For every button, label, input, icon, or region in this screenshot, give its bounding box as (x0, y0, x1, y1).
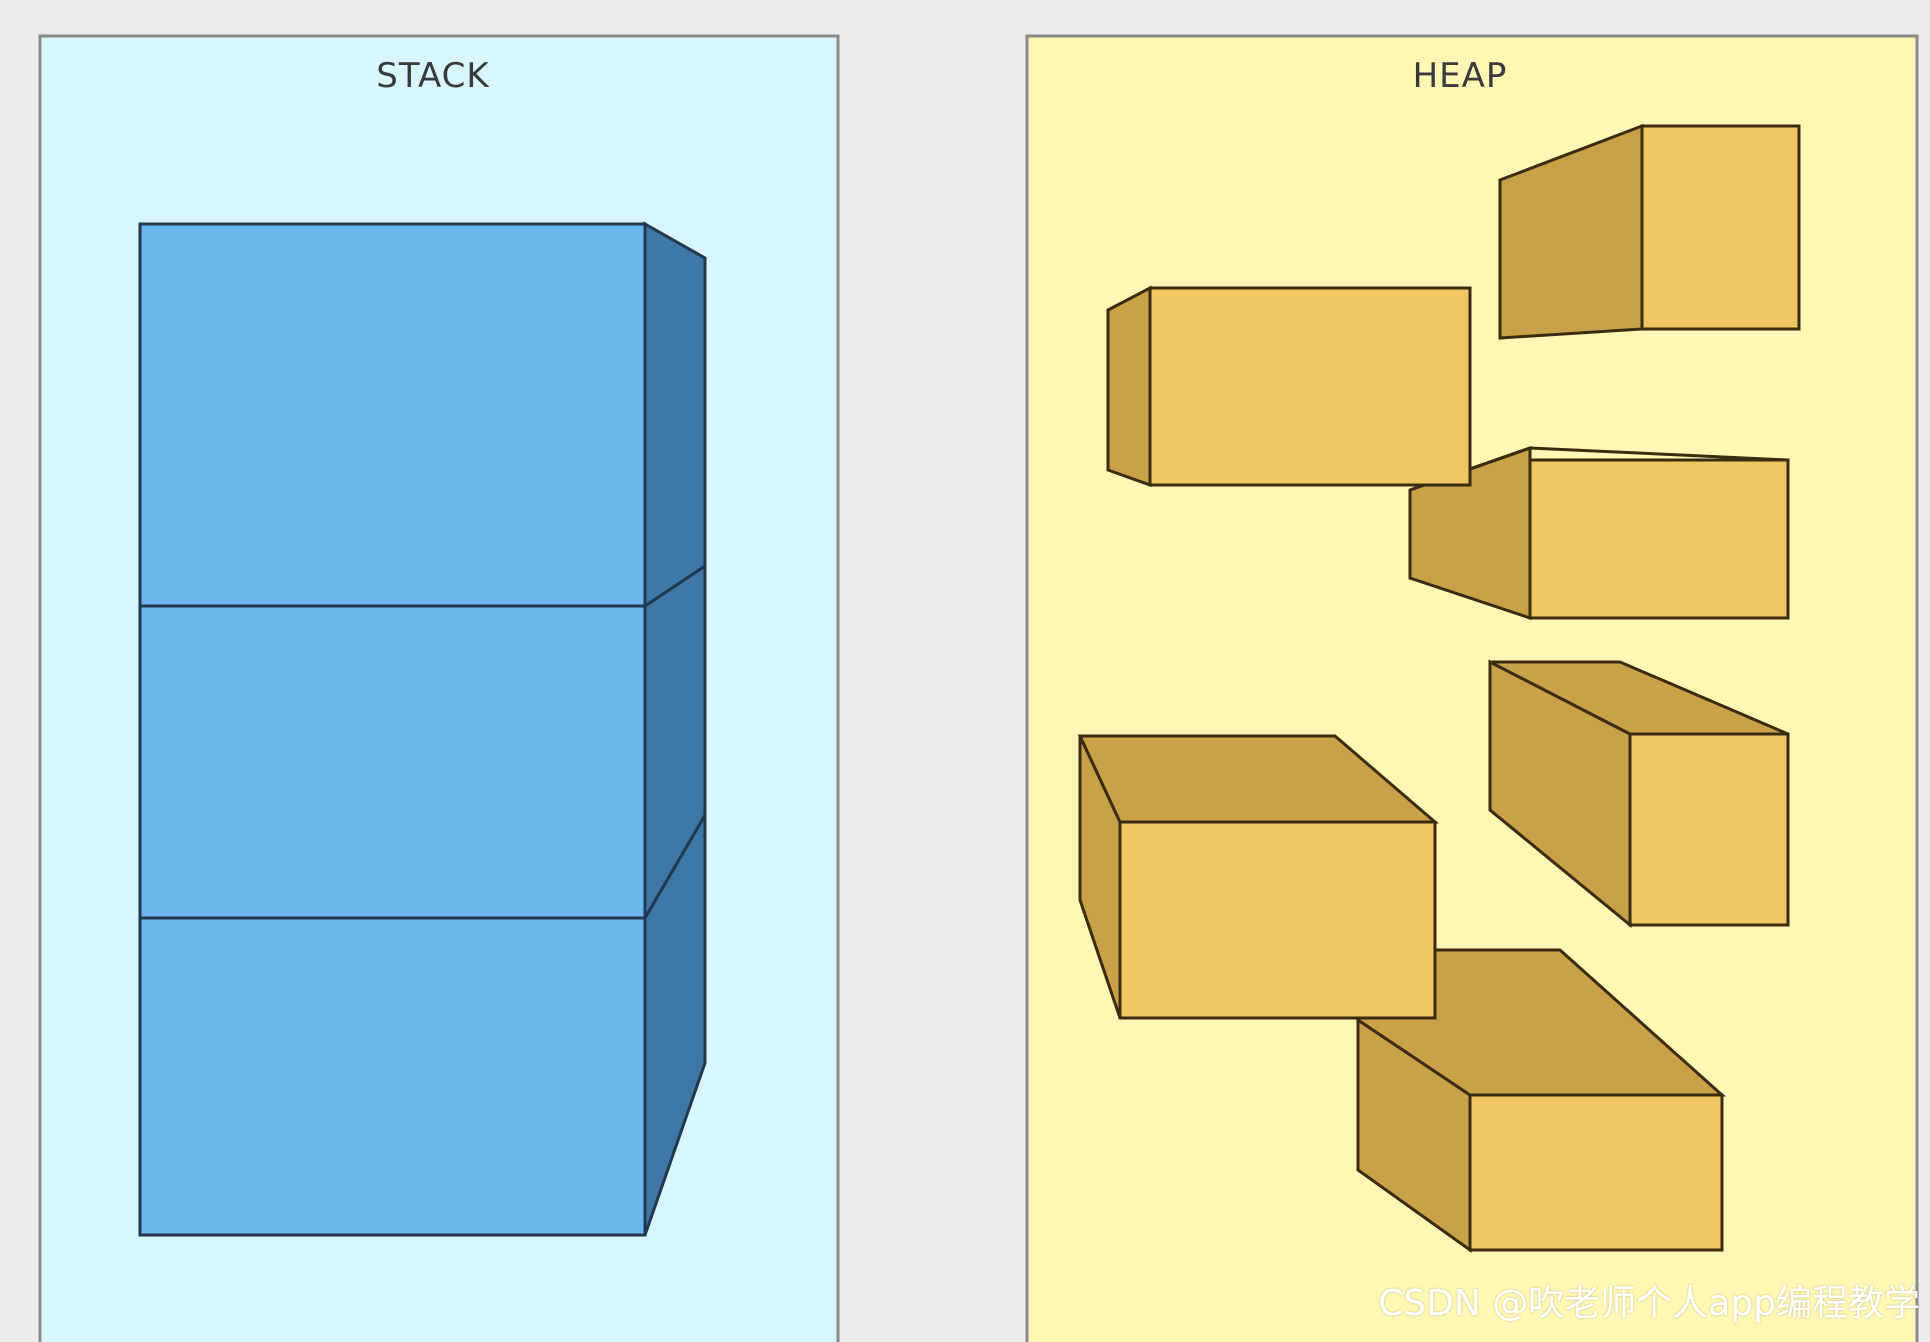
stack-block-side (643, 221, 707, 609)
stack-panel: STACK (38, 34, 840, 1342)
stack-block (138, 563, 707, 924)
stack-block (138, 221, 707, 609)
heap-panel: HEAP (1025, 34, 1919, 1342)
heap-block (1408, 445, 1790, 621)
heap-block-front (1628, 732, 1790, 927)
heap-block-front (1528, 458, 1790, 620)
heap-block (1106, 285, 1472, 488)
heap-block-side (1106, 285, 1152, 488)
heap-block-front (1640, 124, 1801, 331)
stack-block-front (138, 604, 647, 920)
heap-title: HEAP (1413, 56, 1508, 96)
heap-block-front (1118, 820, 1437, 1020)
heap-block-front (1468, 1093, 1724, 1252)
heap-block-front (1148, 286, 1472, 487)
stack-block (138, 809, 707, 1237)
heap-block (1498, 123, 1801, 340)
watermark-text: CSDN @吹老师个人app编程教学 (1378, 1283, 1920, 1324)
stack-block-front (138, 222, 647, 608)
stack-block-front (138, 916, 647, 1237)
heap-block (1077, 734, 1440, 1020)
stack-title: STACK (376, 56, 490, 96)
heap-block (1488, 659, 1790, 929)
